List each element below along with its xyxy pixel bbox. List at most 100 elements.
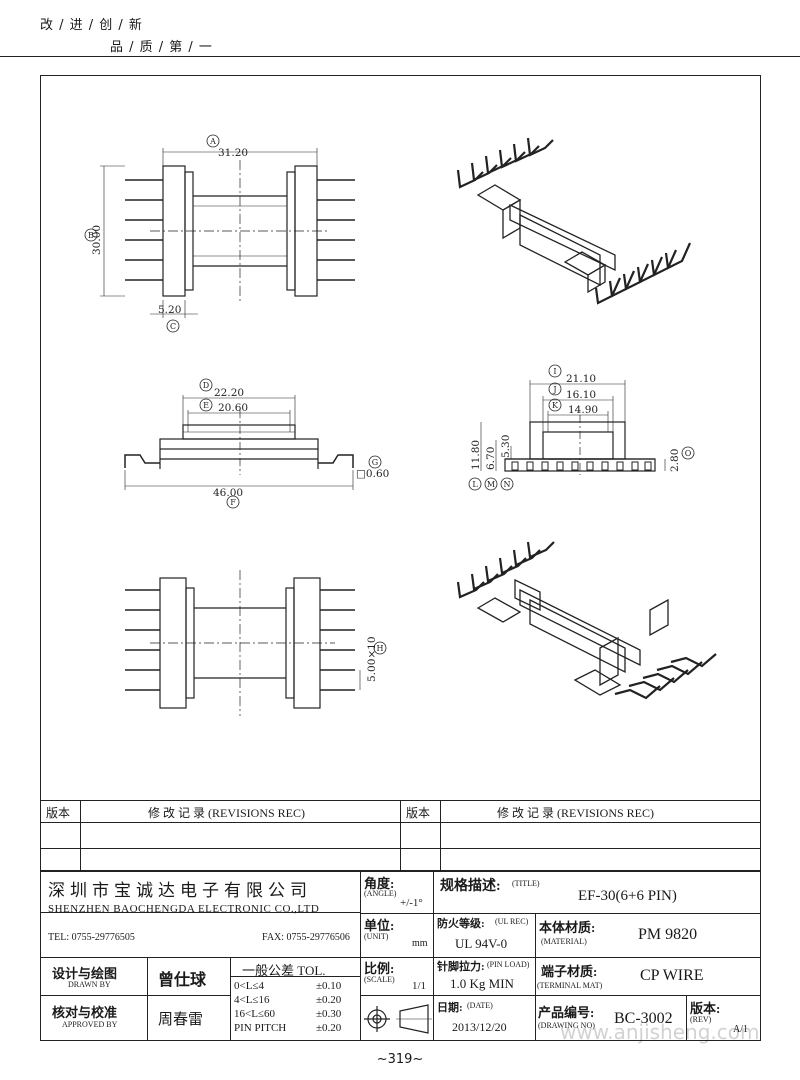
- label-f: F: [230, 498, 236, 507]
- unit-label-en: (UNIT): [364, 932, 389, 941]
- rev-header-records-2: 修 改 记 录 (REVISIONS REC): [497, 806, 655, 820]
- drawing-no-label: 产品编号:: [538, 1005, 595, 1020]
- dim-g: □0.60: [356, 468, 389, 480]
- label-c: C: [170, 322, 176, 331]
- material-label: 本体材质:: [539, 920, 596, 935]
- unit-label: 单位:: [364, 918, 395, 933]
- pin-load-label: 针脚拉力:: [437, 961, 485, 973]
- label-h: H: [377, 644, 384, 653]
- label-b: B: [88, 231, 94, 240]
- title-value: EF-30(6+6 PIN): [578, 888, 677, 904]
- side-view: [468, 364, 695, 491]
- rev-label: 版本:: [690, 1001, 721, 1016]
- isometric-view-2: [456, 541, 717, 700]
- rev-header-version-1: 版本: [46, 806, 71, 820]
- projection-symbol-icon: [364, 1004, 432, 1034]
- dim-c: 5.20: [158, 304, 181, 316]
- dim-l: 11.80: [470, 440, 482, 470]
- label-i: I: [553, 367, 556, 376]
- dim-a: 31.20: [218, 147, 248, 159]
- drawing-views: 31.20 A 30.00 B 5.20 C 22.20 D 20.60 E 4…: [84, 134, 717, 716]
- drawing-frame: [40, 75, 761, 1041]
- angle-label: 角度:: [364, 876, 395, 891]
- header-rule: [0, 56, 800, 57]
- label-n: N: [504, 480, 511, 489]
- rev-header-version-2: 版本: [406, 806, 431, 820]
- dim-b: 30.00: [91, 225, 103, 255]
- scale-label: 比例:: [364, 961, 395, 976]
- tolerance-value-4: ±0.20: [316, 1022, 342, 1034]
- tolerance-value-3: ±0.30: [316, 1008, 342, 1020]
- drawing-no-value: BC-3002: [614, 1010, 673, 1027]
- dim-e: 20.60: [218, 402, 248, 414]
- tolerance-range-2: 4<L≤16: [234, 994, 270, 1006]
- label-g: G: [372, 458, 378, 467]
- page-number: ~319~: [376, 1052, 424, 1067]
- tolerance-range-1: 0<L≤4: [234, 980, 264, 992]
- terminal-value: CP WIRE: [640, 967, 704, 984]
- drawing-no-label-en: (DRAWING NO): [538, 1021, 595, 1030]
- drawn-by-value: 曾仕球: [158, 972, 207, 989]
- label-l: L: [472, 480, 478, 489]
- date-value: 2013/12/20: [452, 1020, 507, 1034]
- company-fax: FAX: 0755-29776506: [262, 932, 350, 943]
- dim-j: 16.10: [566, 389, 596, 401]
- title-label-en: (TITLE): [512, 879, 540, 888]
- approved-by-label-en: APPROVED BY: [62, 1020, 118, 1029]
- material-value: PM 9820: [638, 926, 698, 943]
- drawn-by-label-en: DRAWN BY: [68, 980, 111, 989]
- approved-by-value: 周春雷: [158, 1012, 204, 1028]
- slogan-line-1: 改 / 进 / 创 / 新: [40, 18, 143, 33]
- dim-k: 14.90: [568, 404, 598, 416]
- approved-by-label: 核对与校准: [52, 1005, 118, 1020]
- tolerance-range-4: PIN PITCH: [234, 1022, 287, 1034]
- label-o: O: [685, 449, 692, 458]
- label-a: A: [209, 137, 216, 146]
- label-m: M: [487, 480, 495, 489]
- dim-n: 5.30: [500, 435, 512, 458]
- label-k: K: [552, 401, 559, 410]
- label-j: J: [552, 385, 556, 394]
- watermark: www.anjisheng.com: [560, 1020, 760, 1044]
- top-view: [84, 134, 355, 333]
- fire-value: UL 94V-0: [455, 936, 508, 951]
- tolerance-value-1: ±0.10: [316, 980, 342, 992]
- bottom-view: [125, 570, 387, 716]
- dim-i: 21.10: [566, 373, 596, 385]
- scale-label-en: (SCALE): [364, 975, 395, 984]
- scale-value: 1/1: [412, 980, 427, 992]
- rev-value: A/1: [733, 1024, 748, 1035]
- company-name-en: SHENZHEN BAOCHENGDA ELECTRONIC CO.,LTD: [48, 903, 320, 915]
- drawn-by-label: 设计与绘图: [52, 966, 118, 981]
- isometric-view-1: [456, 137, 692, 305]
- angle-label-en: (ANGLE): [364, 889, 397, 898]
- dim-m: 6.70: [485, 447, 497, 470]
- label-d: D: [203, 381, 209, 390]
- slogan-line-2: 品 / 质 / 第 / 一: [110, 40, 213, 55]
- company-tel: TEL: 0755-29776505: [48, 932, 135, 943]
- fire-label: 防火等级:: [437, 918, 485, 930]
- dim-h: 5.00×10: [366, 636, 378, 682]
- dim-d: 22.20: [214, 387, 244, 399]
- tolerance-value-2: ±0.20: [316, 994, 342, 1006]
- pin-load-label-en: (PIN LOAD): [487, 960, 530, 969]
- material-label-en: (MATERIAL): [541, 937, 587, 946]
- terminal-label: 端子材质:: [541, 964, 598, 979]
- terminal-label-en: (TERMINAL MAT): [537, 981, 603, 990]
- rev-label-en: (REV): [690, 1015, 712, 1024]
- pin-load-value: 1.0 Kg MIN: [450, 976, 514, 991]
- tolerance-title: 一般公差 TOL.: [242, 963, 326, 978]
- date-label: 日期:: [437, 1002, 463, 1014]
- front-view: [124, 378, 382, 509]
- unit-value: mm: [412, 938, 428, 949]
- company-name-cn: 深圳市宝诚达电子有限公司: [48, 881, 312, 900]
- tolerance-range-3: 16<L≤60: [234, 1008, 275, 1020]
- date-label-en: (DATE): [467, 1001, 493, 1010]
- rev-header-records-1: 修 改 记 录 (REVISIONS REC): [148, 806, 306, 820]
- dim-f: 46.00: [213, 487, 243, 499]
- title-label: 规格描述:: [440, 879, 501, 894]
- dim-o: 2.80: [669, 449, 681, 472]
- angle-value: +/-1°: [400, 897, 423, 909]
- label-e: E: [203, 401, 209, 410]
- fire-label-en: (UL REC): [495, 917, 529, 926]
